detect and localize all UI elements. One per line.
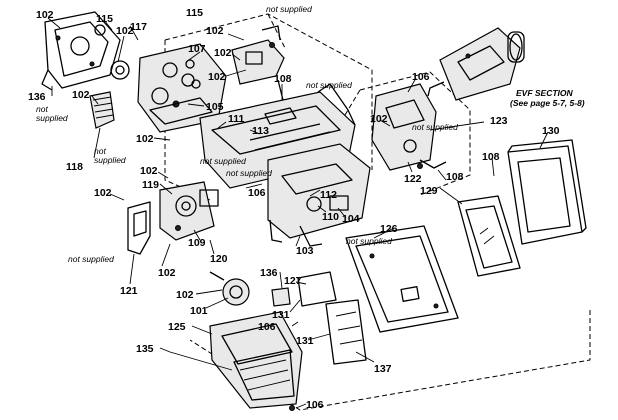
part-label: 102 xyxy=(370,113,388,125)
part-label: 110 xyxy=(322,211,339,223)
evf-section-label: EVF SECTION (See page 5-7, 5-8) xyxy=(510,88,585,108)
part-label: 112 xyxy=(320,189,337,201)
part-label: 136 xyxy=(28,91,46,103)
not-supplied-note: supplied xyxy=(36,113,68,123)
lcd-frame-part xyxy=(507,139,587,245)
part-label: 115 xyxy=(186,7,203,19)
part-label: 120 xyxy=(210,253,228,265)
not-supplied-note: not supplied xyxy=(306,80,352,90)
evf-unit-part xyxy=(427,27,525,101)
part-label: 131 xyxy=(296,335,314,347)
part-label: 131 xyxy=(272,309,290,321)
part-label: 113 xyxy=(252,125,269,137)
gear-assembly-part xyxy=(110,43,227,133)
part-label: 101 xyxy=(190,305,208,317)
not-supplied-note: not supplied xyxy=(200,156,246,166)
bottom-plate-part xyxy=(127,201,151,255)
part-label: 129 xyxy=(420,185,438,197)
not-supplied-note: not xyxy=(94,146,106,156)
part-label: 104 xyxy=(342,213,360,225)
part-label: 107 xyxy=(188,43,206,55)
part-label: 106 xyxy=(412,71,430,83)
internal-frame-part xyxy=(267,143,371,247)
part-label: 108 xyxy=(482,151,500,163)
lens-bracket-part xyxy=(159,181,219,241)
part-label: 122 xyxy=(404,173,422,185)
part-label: 102 xyxy=(208,71,226,83)
part-label: 108 xyxy=(274,73,292,85)
lcd-board-part xyxy=(345,225,459,333)
evf-section-page-ref: (See page 5-7, 5-8) xyxy=(510,98,585,108)
part-label: 102 xyxy=(94,187,112,199)
part-label: 119 xyxy=(142,179,159,191)
cassette-bracket-part xyxy=(41,11,121,91)
upper-bracket-part xyxy=(231,25,285,101)
not-supplied-note: not xyxy=(36,104,48,114)
part-label: 115 xyxy=(96,13,113,25)
part-label: 117 xyxy=(130,21,147,33)
part-label: 108 xyxy=(446,171,464,183)
part-label: 106 xyxy=(248,187,266,199)
part-label: 102 xyxy=(206,25,224,37)
part-label: 118 xyxy=(66,161,83,173)
not-supplied-note: supplied xyxy=(94,155,126,165)
part-label: 135 xyxy=(136,343,154,355)
part-label: 102 xyxy=(140,165,158,177)
part-label: 109 xyxy=(188,237,206,249)
lcd-flex-part xyxy=(271,271,367,365)
not-supplied-notes: not supplied not supplied not supplied n… xyxy=(36,4,458,264)
evf-bracket-part xyxy=(371,83,447,171)
part-label: 137 xyxy=(374,363,392,375)
evf-section-title: EVF SECTION xyxy=(516,88,574,98)
part-label: 105 xyxy=(206,101,224,113)
part-label: 125 xyxy=(168,321,186,333)
part-label: 126 xyxy=(380,223,398,235)
part-label: 102 xyxy=(72,89,90,101)
part-label: 130 xyxy=(542,125,560,137)
part-label: 103 xyxy=(296,245,314,257)
part-label: 102 xyxy=(136,133,154,145)
part-label: 102 xyxy=(158,267,176,279)
not-supplied-note: not supplied xyxy=(266,4,312,14)
part-reference-labels: 102 115 115 117 102 102 107 102 102 108 … xyxy=(28,7,560,411)
not-supplied-note: not supplied xyxy=(226,168,272,178)
part-label: 102 xyxy=(214,47,232,59)
motor-part xyxy=(209,271,250,306)
not-supplied-note: not supplied xyxy=(68,254,114,264)
part-label: 102 xyxy=(36,9,54,21)
part-label: 102 xyxy=(176,289,194,301)
part-label: 123 xyxy=(490,115,508,127)
part-label: 106 xyxy=(306,399,324,411)
part-label: 111 xyxy=(228,113,245,125)
lcd-panel-part xyxy=(457,195,521,277)
part-label: 102 xyxy=(116,25,134,37)
not-supplied-note: not supplied xyxy=(412,122,458,132)
grip-cover-part xyxy=(209,311,303,411)
part-label: 127 xyxy=(284,275,302,287)
part-label: 106 xyxy=(258,321,276,333)
not-supplied-note: not supplied xyxy=(346,236,392,246)
part-label: 136 xyxy=(260,267,278,279)
leader-lines xyxy=(47,17,549,409)
part-label: 121 xyxy=(120,285,138,297)
